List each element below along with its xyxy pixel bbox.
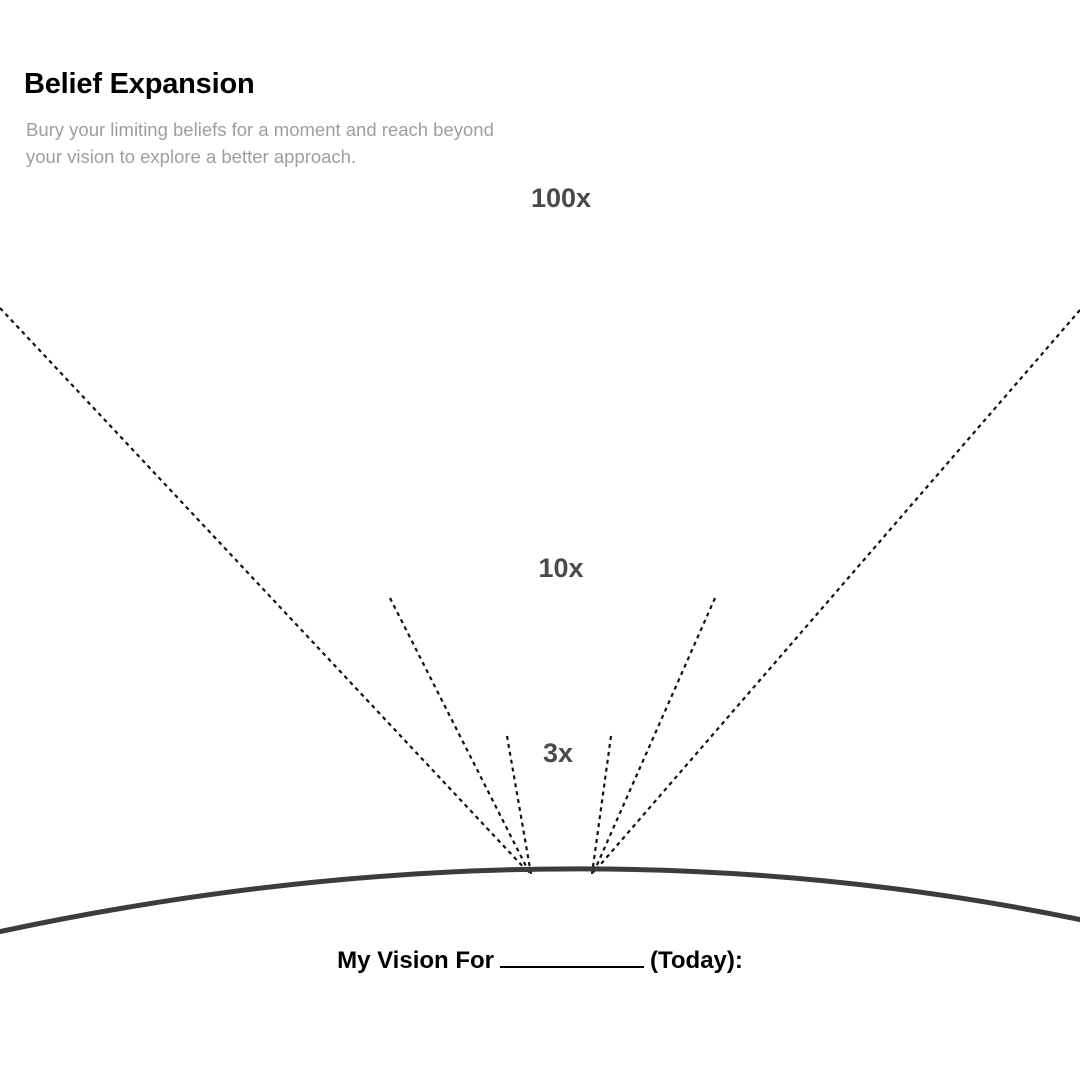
ray-100x-left bbox=[0, 307, 529, 873]
page-subtitle: Bury your limiting beliefs for a moment … bbox=[26, 119, 494, 167]
vision-blank-line[interactable] bbox=[500, 944, 645, 968]
vision-prompt: My Vision For (Today): bbox=[0, 944, 1080, 975]
ray-100x-right bbox=[593, 309, 1080, 873]
label-3x: 3x bbox=[542, 738, 574, 768]
label-100x: 100x bbox=[530, 183, 592, 213]
ray-10x-right bbox=[591, 597, 717, 875]
vision-prefix: My Vision For bbox=[337, 947, 495, 974]
label-10x: 10x bbox=[538, 553, 584, 583]
vision-suffix: (Today): bbox=[650, 947, 743, 974]
horizon-arc bbox=[0, 866, 1080, 935]
page-title: Belief Expansion bbox=[24, 68, 255, 100]
ray-3x-right bbox=[590, 735, 613, 875]
ray-10x-left bbox=[389, 597, 531, 875]
